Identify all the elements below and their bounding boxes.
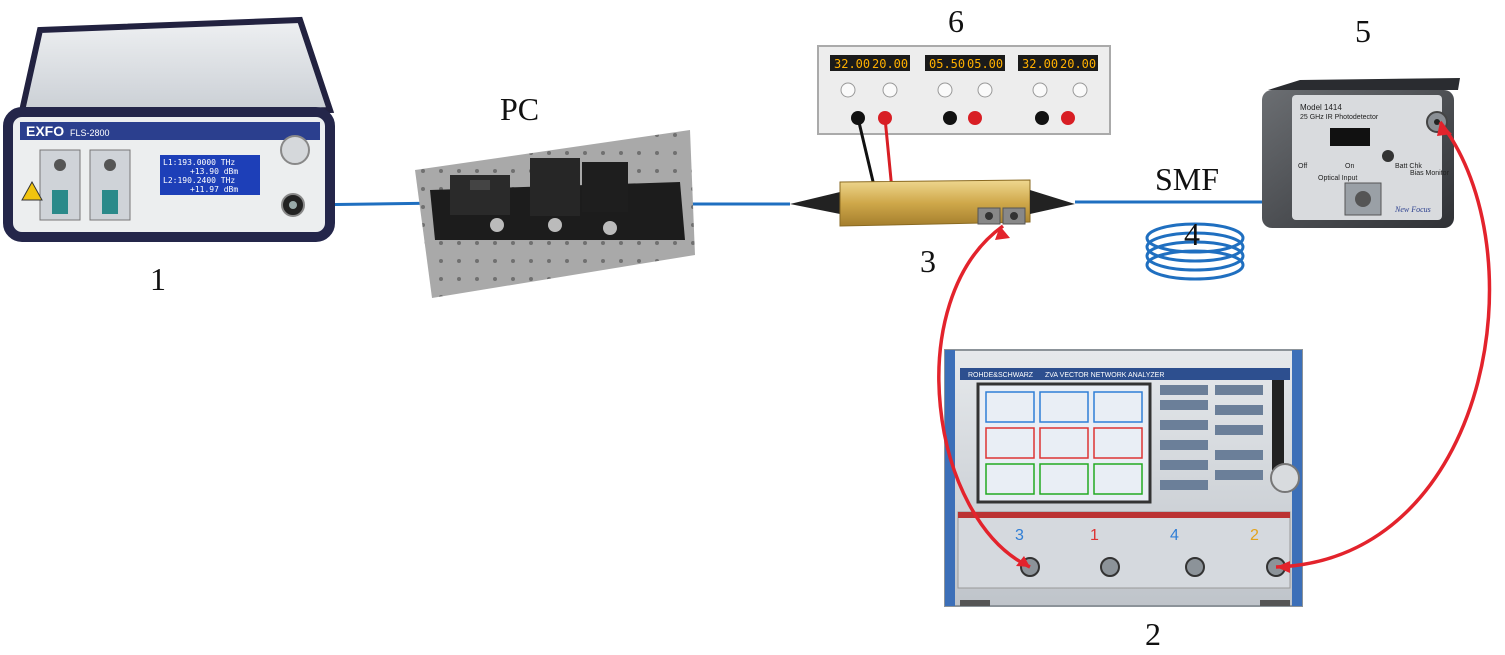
vector-network-analyzer: ROHDE&SCHWARZ ZVA VECTOR NETWORK ANALYZE… xyxy=(944,349,1303,607)
vna-keypad xyxy=(1160,385,1263,490)
rf-cable-vna-to-modulator xyxy=(937,224,1031,569)
laser-display xyxy=(160,155,260,195)
laser-display-line4: +11.97 dBm xyxy=(190,185,238,194)
psu-display-1: 32.00 xyxy=(834,57,870,71)
laser-display-line1: L1:193.0000 THz xyxy=(163,158,235,167)
power-supply: 32.00 20.00 05.50 05.00 32.00 20.00 xyxy=(817,45,1111,135)
laser-model: FLS-2800 xyxy=(70,128,110,138)
rf-cable-photodetector-to-vna xyxy=(1275,120,1492,569)
psu-display-6: 20.00 xyxy=(1060,57,1096,71)
label-polarization-controller: PC xyxy=(500,91,539,127)
laser-source-instrument: EXFO FLS-2800 L1:193.0000 THz +13.90 dBm… xyxy=(3,16,335,242)
pd-bias-monitor: Bias Monitor xyxy=(1410,170,1450,177)
psu-display-2: 20.00 xyxy=(872,57,908,71)
label-modulator: 3 xyxy=(920,243,936,279)
psu-knobs xyxy=(840,82,1088,98)
pd-model: Model 1414 xyxy=(1300,103,1342,112)
polarization-controller xyxy=(415,130,695,298)
vna-port-labels: 3 1 4 2 xyxy=(1015,527,1259,544)
vna-brand: ROHDE&SCHWARZ xyxy=(968,372,1034,379)
pd-off: Off xyxy=(1298,163,1307,170)
vna-model: ZVA VECTOR NETWORK ANALYZER xyxy=(1045,372,1164,379)
pd-brand: New Focus xyxy=(1394,205,1431,214)
label-laser: 1 xyxy=(150,261,166,297)
vna-screen xyxy=(976,382,1152,504)
label-vna: 2 xyxy=(1145,616,1161,652)
psu-display-5: 32.00 xyxy=(1022,57,1058,71)
fiber-spool xyxy=(1145,222,1245,281)
laser-knob xyxy=(280,135,310,165)
laser-brand: EXFO xyxy=(26,123,64,139)
vna-port-label-2: 2 xyxy=(1250,527,1259,544)
laser-output-ports xyxy=(21,149,131,221)
electro-optic-modulator xyxy=(790,179,1075,227)
laser-display-line3: L2:190.2400 THz xyxy=(163,176,235,185)
laser-display-line2: +13.90 dBm xyxy=(190,167,238,176)
pd-on: On xyxy=(1345,163,1354,170)
vna-port-label-4: 4 xyxy=(1170,527,1179,544)
pd-title: 25 GHz IR Photodetector xyxy=(1300,114,1379,121)
vna-port-label-3: 3 xyxy=(1015,527,1024,544)
rf-cables xyxy=(937,120,1492,573)
psu-display-4: 05.00 xyxy=(967,57,1003,71)
photodetector: Model 1414 25 GHz IR Photodetector Off O… xyxy=(1262,78,1460,228)
pd-batt: Batt Chk xyxy=(1395,163,1422,170)
label-power-supply: 6 xyxy=(948,3,964,39)
vna-rotary-knob xyxy=(1270,463,1300,493)
label-photodetector: 5 xyxy=(1355,13,1371,49)
label-fiber-spool: 4 xyxy=(1184,216,1200,252)
label-fiber: SMF xyxy=(1155,161,1219,197)
vna-screen-traces xyxy=(985,391,1143,495)
pd-optical-input: Optical Input xyxy=(1318,175,1357,182)
psu-display-3: 05.50 xyxy=(929,57,965,71)
vna-port-label-1: 1 xyxy=(1090,527,1099,544)
